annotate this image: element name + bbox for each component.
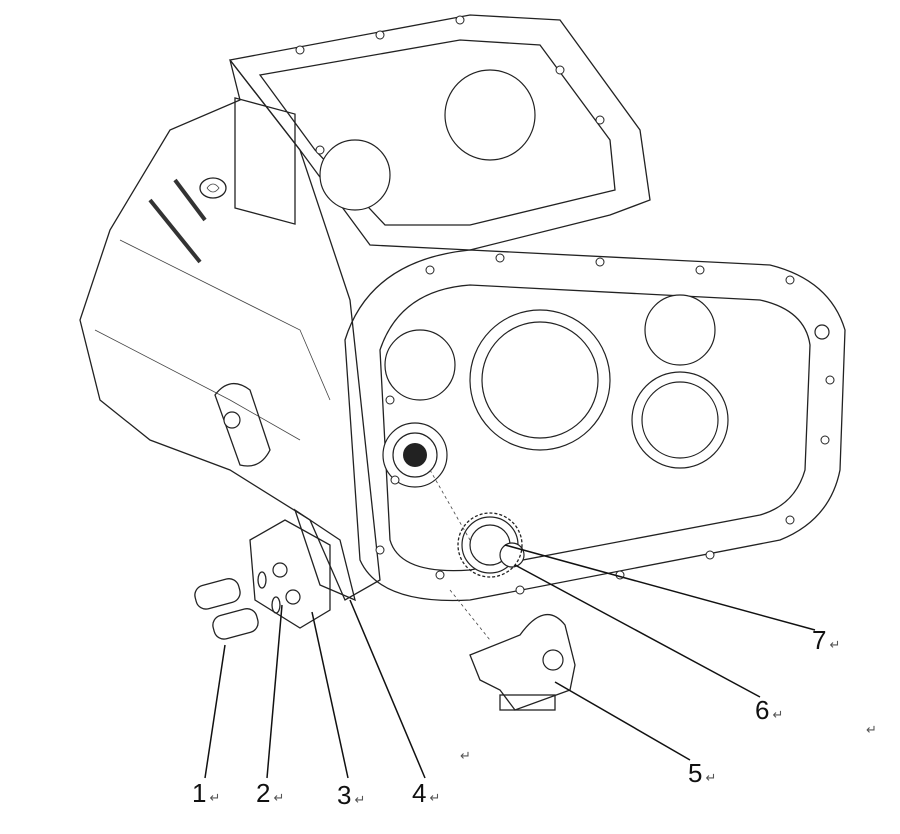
callout-number: 7 bbox=[812, 625, 827, 655]
return-mark: ↵ bbox=[354, 792, 366, 807]
housing-top-frame bbox=[228, 14, 651, 251]
part-gasket bbox=[293, 508, 356, 602]
return-mark: ↵ bbox=[273, 790, 285, 805]
return-mark: ↵ bbox=[772, 707, 784, 722]
logo-emblem bbox=[199, 177, 227, 199]
leader-lines bbox=[204, 544, 816, 779]
callout-number: 3 bbox=[337, 780, 352, 810]
callout-2: 2↵ bbox=[256, 778, 284, 809]
part-pump bbox=[469, 613, 576, 711]
housing-left-body bbox=[79, 59, 381, 601]
callout-3: 3↵ bbox=[337, 780, 365, 811]
callout-number: 2 bbox=[256, 778, 271, 808]
leader-line-6 bbox=[514, 564, 761, 698]
return-mark: ↵ bbox=[429, 790, 441, 805]
callout-number: 6 bbox=[755, 695, 770, 725]
callout-7: 7↵ bbox=[812, 625, 840, 656]
part-block bbox=[249, 519, 331, 629]
stray-return-mark: ↵ bbox=[866, 722, 877, 737]
leader-line-4 bbox=[349, 599, 426, 779]
callout-4: 4↵ bbox=[412, 778, 440, 809]
return-mark: ↵ bbox=[829, 637, 841, 652]
return-mark: ↵ bbox=[705, 770, 717, 785]
housing-front-face bbox=[295, 15, 846, 602]
leader-line-5 bbox=[554, 681, 691, 761]
leader-line-1 bbox=[204, 644, 226, 779]
leader-line-3 bbox=[311, 611, 349, 779]
callout-6: 6↵ bbox=[755, 695, 783, 726]
leader-line-2 bbox=[266, 604, 283, 779]
return-mark: ↵ bbox=[209, 790, 221, 805]
leader-line-7 bbox=[504, 544, 816, 631]
callout-number: 4 bbox=[412, 778, 427, 808]
callout-5: 5↵ bbox=[688, 758, 716, 789]
part-plugs bbox=[194, 571, 281, 640]
callout-number: 1 bbox=[192, 778, 207, 808]
callout-number: 5 bbox=[688, 758, 703, 788]
part-gear bbox=[457, 512, 523, 578]
stray-return-mark: ↵ bbox=[460, 748, 471, 763]
callout-1: 1↵ bbox=[192, 778, 220, 809]
